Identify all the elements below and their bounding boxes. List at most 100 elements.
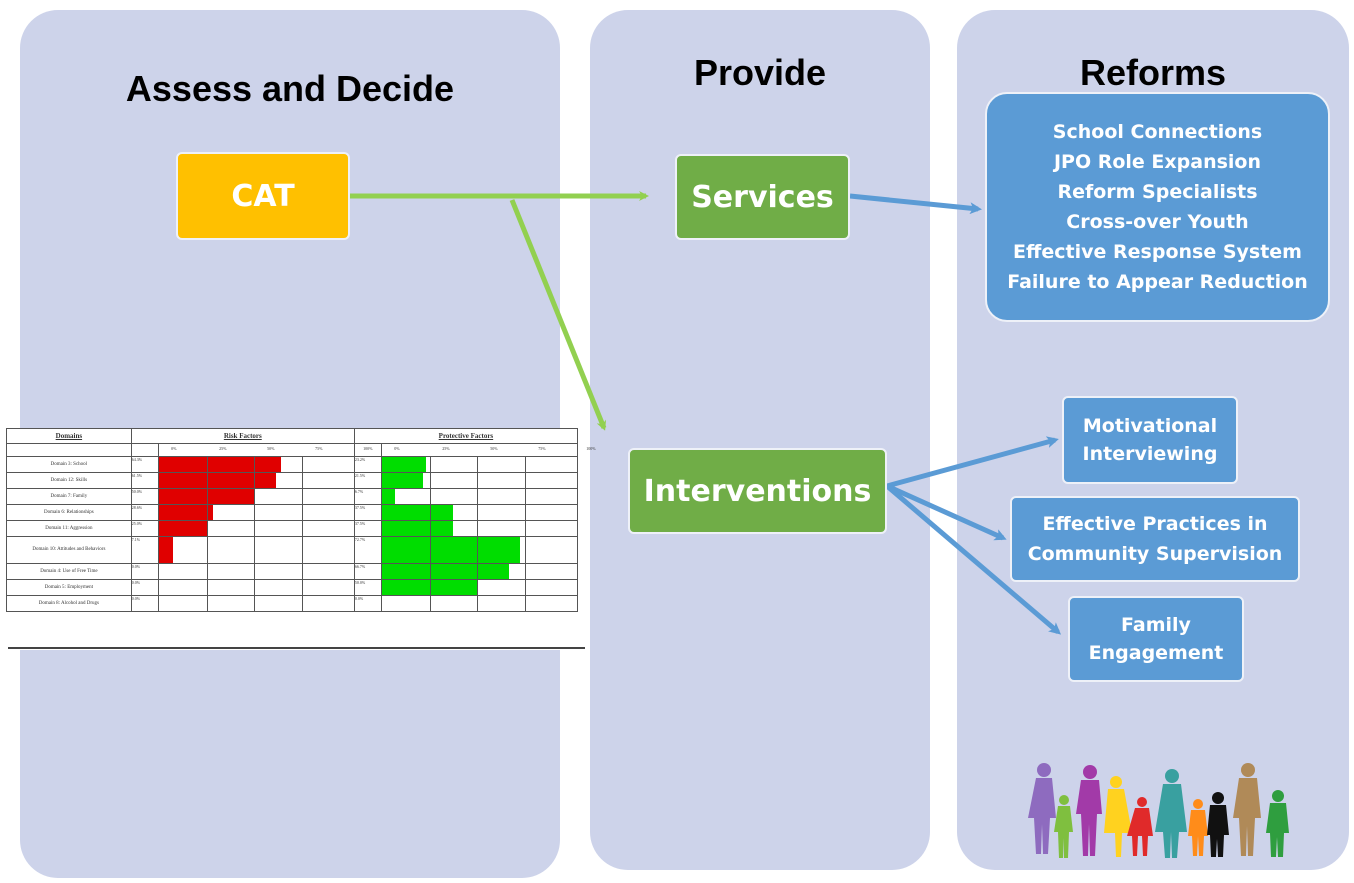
grid-line: [301, 537, 303, 563]
grid-line: [429, 580, 431, 595]
risk-bar: [159, 505, 214, 520]
person-figure: [1054, 795, 1073, 858]
domain-label: Domain 11: Aggression: [6, 520, 132, 537]
protective-percent: 66.7%: [353, 563, 383, 580]
risk-bar-cell: [158, 488, 355, 505]
grid-line: [524, 596, 526, 611]
protective-bar: [382, 489, 395, 504]
fe-line: Engagement: [1088, 642, 1224, 664]
risk-percent: 64.3%: [130, 456, 160, 473]
reform-item: School Connections: [1052, 121, 1263, 143]
mi-line: Motivational: [1082, 415, 1218, 437]
grid-line: [206, 580, 208, 595]
reforms-list-box: School Connections JPO Role Expansion Re…: [985, 92, 1330, 322]
protective-bar-cell: [381, 472, 578, 489]
reform-item: Effective Response System: [1013, 241, 1302, 263]
risk-bar-cell: [158, 536, 355, 564]
grid-line: [429, 505, 431, 520]
scale-tick-label: 50%: [490, 446, 498, 451]
person-figure: [1233, 763, 1261, 856]
protective-bar-cell: [381, 504, 578, 521]
grid-line: [477, 564, 479, 579]
person-figure: [1188, 799, 1208, 856]
protective-bar: [382, 457, 427, 472]
person-figure: [1127, 797, 1153, 856]
grid-line: [254, 457, 256, 472]
risk-bar-cell: [158, 504, 355, 521]
grid-line: [301, 596, 303, 611]
grid-line: [477, 505, 479, 520]
motivational-interviewing-box: Motivational Interviewing: [1062, 396, 1238, 484]
domain-label: Domain 12: Skills: [6, 472, 132, 489]
cat-results-table: Domains Risk Factors Protective Factors …: [6, 428, 596, 650]
reform-item: JPO Role Expansion: [1053, 151, 1262, 173]
risk-bar-cell: [158, 456, 355, 473]
grid-line: [206, 537, 208, 563]
family-engagement-box: Family Engagement: [1068, 596, 1244, 682]
risk-bar-cell: [158, 595, 355, 612]
grid-line: [477, 489, 479, 504]
protective-bar-cell: [381, 488, 578, 505]
protective-factors-header: Protective Factors: [353, 428, 579, 444]
grid-line: [477, 473, 479, 488]
provide-panel: Provide: [590, 10, 930, 870]
domain-label: Domain 4: Use of Free Time: [6, 563, 132, 580]
person-figure: [1028, 763, 1056, 854]
grid-line: [254, 537, 256, 563]
protective-percent: 23.2%: [353, 456, 383, 473]
person-figure: [1207, 792, 1229, 857]
protective-bar-cell: [381, 595, 578, 612]
protective-bar-cell: [381, 579, 578, 596]
risk-bar-cell: [158, 563, 355, 580]
scale-spacer: [130, 443, 160, 457]
grid-line: [301, 521, 303, 536]
scale-tick-label: 50%: [267, 446, 275, 451]
protective-bar: [382, 521, 454, 536]
protective-percent: 37.5%: [353, 504, 383, 521]
domain-label: Domain 8: Alcohol and Drugs: [6, 595, 132, 612]
reforms-panel-title: Reforms: [1079, 52, 1227, 93]
grid-line: [254, 521, 256, 536]
grid-line: [206, 489, 208, 504]
mi-line: Interviewing: [1082, 443, 1218, 465]
grid-line: [301, 580, 303, 595]
grid-line: [477, 521, 479, 536]
grid-line: [301, 505, 303, 520]
protective-percent: 50.0%: [353, 579, 383, 596]
effective-practices-box: Effective Practices in Community Supervi…: [1010, 496, 1300, 582]
domain-label: Domain 10: Attitudes and Behaviors: [6, 536, 132, 564]
protective-bar: [382, 473, 424, 488]
grid-line: [477, 596, 479, 611]
protective-bar-cell: [381, 563, 578, 580]
scale-tick-label: 75%: [538, 446, 546, 451]
risk-bar: [159, 457, 282, 472]
grid-line: [524, 564, 526, 579]
protective-bar-cell: [381, 536, 578, 564]
grid-line: [477, 537, 479, 563]
domain-label: Domain 7: Family: [6, 488, 132, 505]
protective-bar-cell: [381, 456, 578, 473]
domain-label: Domain 6: Relationships: [6, 504, 132, 521]
protective-bar: [382, 564, 509, 579]
person-figure: [1076, 765, 1102, 856]
grid-line: [524, 457, 526, 472]
risk-percent: 0.0%: [130, 579, 160, 596]
grid-line: [254, 489, 256, 504]
scale-tick-label: 25%: [442, 446, 450, 451]
reform-item: Cross-over Youth: [1066, 211, 1249, 233]
grid-line: [429, 489, 431, 504]
risk-percent: 0.0%: [130, 595, 160, 612]
grid-line: [206, 596, 208, 611]
risk-percent: 0.0%: [130, 563, 160, 580]
scale-tick-label: 0%: [171, 446, 177, 451]
risk-bar-cell: [158, 472, 355, 489]
grid-line: [524, 537, 526, 563]
grid-line: [477, 457, 479, 472]
